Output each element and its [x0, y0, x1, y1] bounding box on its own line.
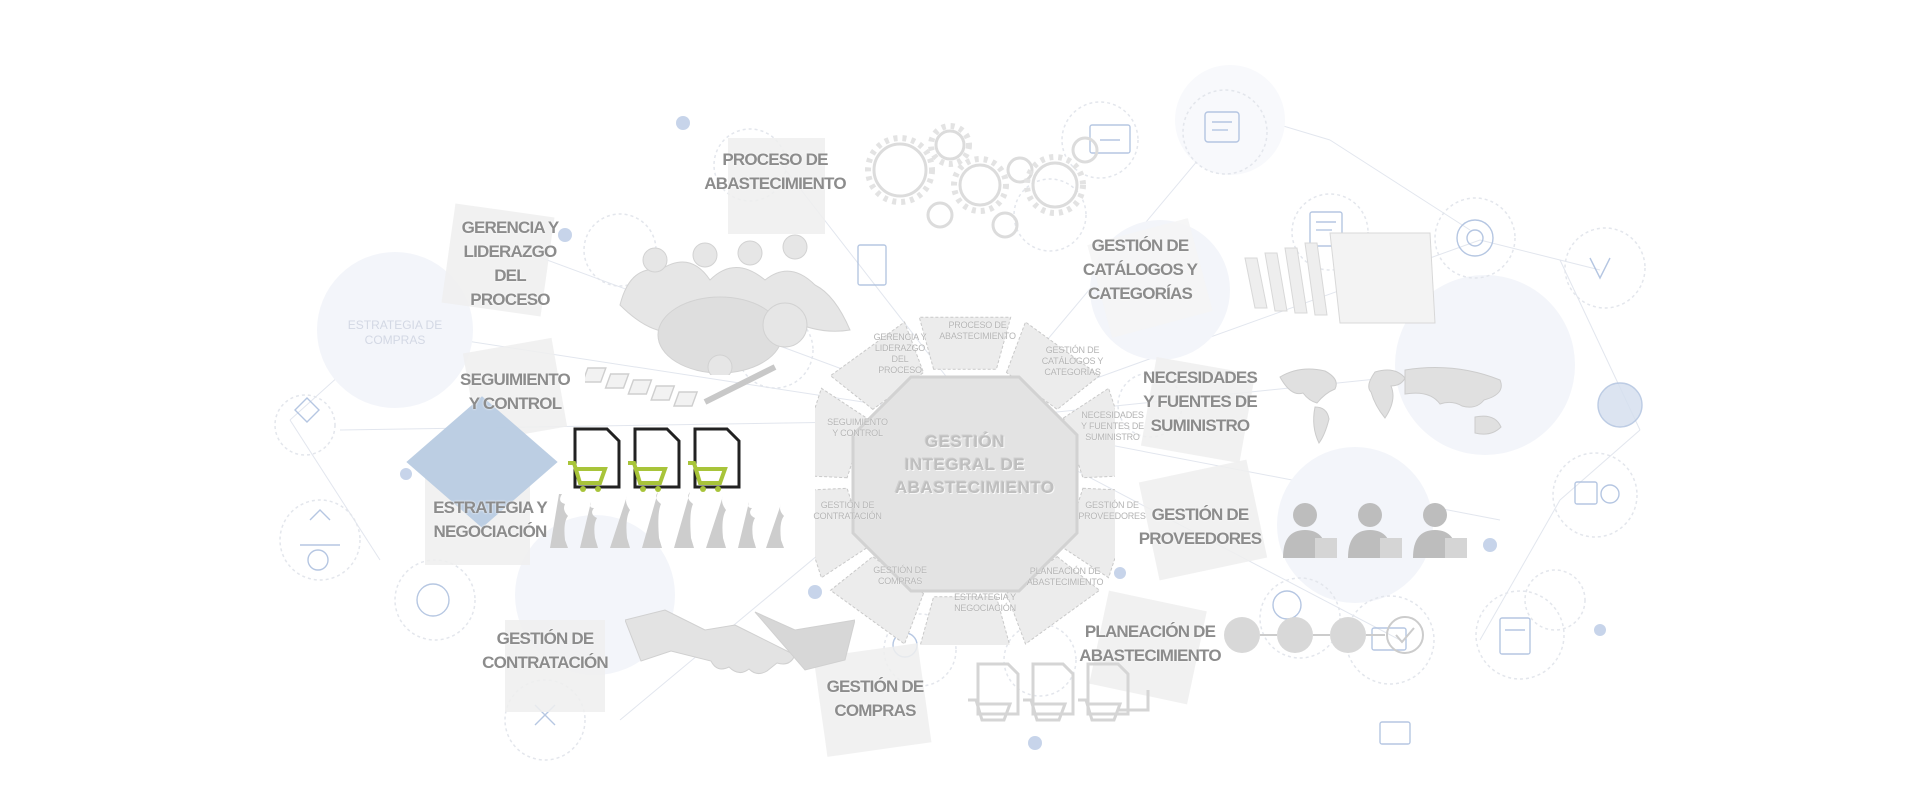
tile-contratacion	[505, 620, 605, 712]
wheel-label-compras: GESTIÓN DE COMPRAS	[873, 565, 927, 586]
faint-label-estrategia-compras: ESTRATEGIA DE COMPRAS	[347, 318, 443, 347]
wheel-label-contratacion: GESTIÓN DE CONTRATACIÓN	[813, 500, 882, 521]
wheel-label-proveedores: GESTIÓN DE PROVEEDORES	[1078, 500, 1146, 521]
center-label: GESTIÓN INTEGRAL DE ABASTECIMIENTO	[895, 432, 1055, 497]
workers-illustration	[1283, 503, 1467, 558]
outer-label-gerencia: GERENCIA Y LIDERAZGO DEL PROCESO	[461, 218, 560, 309]
outer-label-compras: GESTIÓN DE COMPRAS	[826, 677, 925, 720]
outer-label-planeacion: PLANEACIÓN DE ABASTECIMIENTO	[1079, 622, 1221, 665]
world-map-illustration	[1279, 367, 1502, 444]
outer-label-contratacion: GESTIÓN DE CONTRATACIÓN	[482, 629, 609, 672]
outer-label-seguimiento: SEGUIMIENTO Y CONTROL	[460, 370, 571, 413]
wheel-label-necesidades: NECESIDADES Y FUENTES DE SUMINISTRO	[1081, 410, 1144, 442]
handshake-illustration	[625, 609, 855, 675]
wheel-label-gerencia: GERENCIA Y LIDERAZGO DEL PROCESO	[873, 332, 927, 375]
tile-proceso	[728, 138, 825, 234]
people-puzzle-illustration	[619, 234, 851, 375]
wheel-segment-estrategia	[919, 596, 1011, 645]
outer-label-proceso: PROCESO DE ABASTECIMIENTO	[704, 150, 846, 193]
wheel-label-estrategia: ESTRATEGIA Y NEGOCIACIÓN	[954, 592, 1016, 613]
wheel-label-seguimiento: SEGUIMIENTO Y CONTROL	[827, 417, 888, 438]
central-wheel	[815, 316, 1115, 645]
shopping-carts-outline-icon	[968, 662, 1150, 722]
outer-label-catalogos: GESTIÓN DE CATÁLOGOS Y CATEGORÍAS	[1082, 236, 1198, 303]
checklist-illustration	[585, 364, 777, 407]
wheel-label-catalogos: GESTIÓN DE CATÁLOGOS Y CATEGORÍAS	[1041, 345, 1104, 377]
outer-label-proveedores: GESTIÓN DE PROVEEDORES	[1138, 505, 1262, 548]
process-flow-illustration	[1224, 616, 1424, 654]
outer-label-estrategia: ESTRATEGIA Y NEGOCIACIÓN	[433, 498, 548, 541]
wheel-segment-proceso	[918, 316, 1012, 370]
wheel-label-proceso: PROCESO DE ABASTECIMIENTO	[939, 320, 1016, 341]
outer-label-necesidades: NECESIDADES Y FUENTES DE SUMINISTRO	[1142, 368, 1258, 435]
folders-illustration	[1244, 232, 1436, 324]
shopping-cart-documents-icon	[568, 427, 741, 492]
central-octagon	[851, 375, 1079, 593]
chess-pieces-illustration	[550, 492, 784, 548]
wheel-label-planeacion: PLANEACIÓN DE ABASTECIMIENTO	[1026, 566, 1104, 587]
